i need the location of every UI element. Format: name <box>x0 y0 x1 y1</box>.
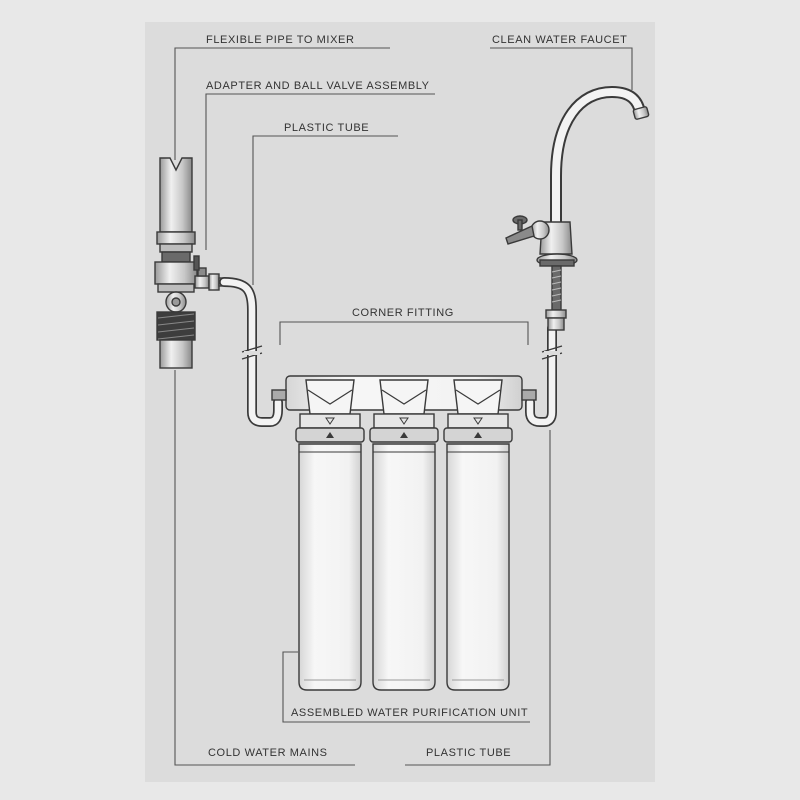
label-plastic-tube-top: PLASTIC TUBE <box>284 122 370 134</box>
label-clean-faucet: CLEAN WATER FAUCET <box>492 34 628 46</box>
filter-housings <box>295 379 513 691</box>
filter-housing <box>443 379 513 691</box>
label-adapter-valve: ADAPTER AND BALL VALVE ASSEMBLY <box>206 80 430 92</box>
label-corner-fitting: CORNER FITTING <box>352 307 454 319</box>
main-pipe <box>154 157 198 369</box>
filter-housing <box>295 379 365 691</box>
plastic-tubes <box>219 277 563 427</box>
leader-lines <box>174 47 633 766</box>
label-flexible-pipe: FLEXIBLE PIPE TO MIXER <box>206 34 355 46</box>
label-purification-unit: ASSEMBLED WATER PURIFICATION UNIT <box>291 707 529 719</box>
filter-housing <box>369 379 439 691</box>
faucet <box>505 86 650 331</box>
label-plastic-tube-bottom: PLASTIC TUBE <box>426 747 512 759</box>
label-cold-mains: COLD WATER MAINS <box>208 747 328 759</box>
